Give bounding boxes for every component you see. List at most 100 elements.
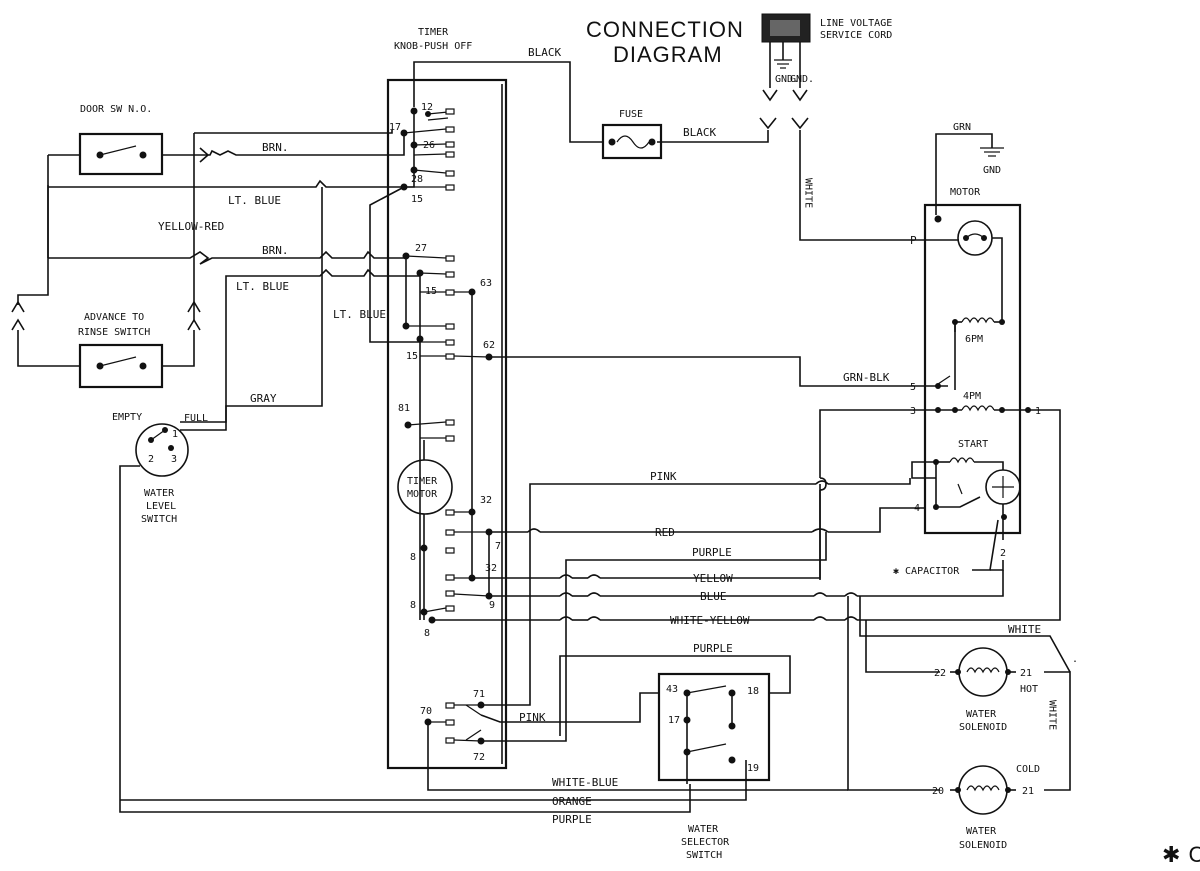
water-selector-switch — [657, 672, 771, 782]
timer-terminal-17: 17 — [389, 122, 401, 133]
svg-text:.: . — [1072, 654, 1078, 665]
diagram-title-line2: DIAGRAM — [613, 42, 723, 67]
hot-solenoid-coil-icon — [966, 667, 1000, 674]
timer-motor-label-line1: TIMER — [407, 476, 438, 487]
grn-blk-wire — [489, 356, 925, 387]
motor-terminal-5: 5 — [910, 382, 916, 393]
wire-label-white-yellow: WHITE-YELLOW — [670, 614, 750, 627]
cold-solenoid-label-line2: SOLENOID — [959, 840, 1007, 851]
timer-title-line1: TIMER — [418, 27, 449, 38]
winding-6pm-label: 6PM — [965, 334, 983, 345]
timer-terminal-15b: 15 — [425, 286, 437, 297]
black-wire-cord — [657, 130, 769, 143]
wire-label-purple-1: PURPLE — [692, 546, 732, 559]
white-wire-cord — [799, 130, 925, 241]
selector-label-line3: SWITCH — [686, 850, 722, 861]
water-level-pin-1: 1 — [172, 429, 178, 440]
advance-switch-label-line2: RINSE SWITCH — [78, 327, 150, 338]
water-level-label-line1: WATER — [144, 488, 175, 499]
service-cord-label-line2: SERVICE CORD — [820, 30, 892, 41]
timer-terminal-8b: 8 — [410, 600, 416, 611]
wire-label-lt-blue-1: LT. BLUE — [228, 194, 281, 207]
service-cord-plug-icon — [761, 13, 811, 102]
wire-label-blue: BLUE — [700, 590, 727, 603]
timer-terminal-15a: 15 — [411, 194, 423, 205]
capacitor-label: ✱ CAPACITOR — [893, 566, 960, 577]
cold-solenoid-coil-icon — [966, 785, 1000, 792]
selector-pin-19: 19 — [747, 763, 759, 774]
motor-box — [923, 203, 1022, 535]
wire-label-pink-2: PINK — [519, 711, 546, 724]
water-level-empty-label: EMPTY — [112, 412, 142, 423]
hot-solenoid-pin-21: 21 — [1020, 668, 1032, 679]
wire-label-lt-blue-2: LT. BLUE — [236, 280, 289, 293]
wire-label-yellow: YELLOW — [693, 572, 733, 585]
orange-wire — [120, 760, 747, 801]
timer-terminal-72: 72 — [473, 752, 485, 763]
motor-terminal-p: P — [910, 234, 917, 247]
lt-blue-wire-2 — [225, 268, 420, 398]
wire-label-gray: GRAY — [250, 392, 277, 405]
fuse-icon — [616, 135, 650, 149]
wire-label-orange: ORANGE — [552, 795, 592, 808]
water-level-full-label: FULL — [184, 413, 208, 424]
hot-solenoid-pin-22: 22 — [934, 668, 946, 679]
purple-wire-1 — [481, 532, 827, 742]
timer-contacts — [400, 107, 493, 745]
purple-wire-2 — [559, 655, 791, 736]
timer-terminal-8c: 8 — [424, 628, 430, 639]
motor-terminal-2: 2 — [1000, 548, 1006, 559]
timer-terminal-9: 9 — [489, 600, 495, 611]
water-level-pin-2: 2 — [148, 454, 154, 465]
cold-solenoid-pin-20: 20 — [932, 786, 944, 797]
plug-left-icon — [11, 318, 25, 331]
wire-label-white-vertical: WHITE — [803, 178, 814, 208]
cold-solenoid-label-line1: WATER — [966, 826, 997, 837]
hot-solenoid-tag: HOT — [1020, 684, 1038, 695]
winding-4pm-label: 4PM — [963, 391, 981, 402]
wire-label-black-1: BLACK — [528, 46, 561, 59]
timer-terminal-28: 28 — [411, 174, 423, 185]
start-label: START — [958, 439, 988, 450]
pink-wire-1 — [481, 483, 816, 706]
selector-label-line1: WATER — [688, 824, 719, 835]
timer-terminal-62: 62 — [483, 340, 495, 351]
diagram-title-line1: CONNECTION — [586, 17, 744, 42]
motor-gnd-label: GND — [983, 165, 1001, 176]
cold-solenoid-pin-21: 21 — [1022, 786, 1034, 797]
timer-terminal-71: 71 — [473, 689, 485, 700]
cord-gnd-label-2: GND. — [790, 74, 814, 85]
water-level-pin-3: 3 — [171, 454, 177, 465]
timer-terminal-63: 63 — [480, 278, 492, 289]
black-wire-timer — [413, 61, 603, 143]
wire-label-pink-1: PINK — [650, 470, 677, 483]
hot-solenoid-label-line1: WATER — [966, 709, 997, 720]
pink-wire-2 — [480, 692, 659, 723]
cord-gnd-label-1: GND. — [775, 74, 799, 85]
timer-terminal-15c: 15 — [406, 351, 418, 362]
lt-blue-wire-3 — [369, 186, 420, 343]
water-level-label-line2: LEVEL — [146, 501, 176, 512]
wire-label-white-right: WHITE — [1008, 623, 1041, 636]
selector-pin-43: 43 — [666, 684, 678, 695]
white-wire-right — [859, 596, 1071, 673]
door-switch-label: DOOR SW N.O. — [80, 104, 152, 115]
start-winding-icon — [949, 457, 975, 464]
wire-label-white-right-vertical: WHITE — [1047, 700, 1058, 730]
wire-label-black-2: BLACK — [683, 126, 716, 139]
timer-motor-label-line2: MOTOR — [407, 489, 438, 500]
timer-terminal-8a: 8 — [410, 552, 416, 563]
motor-label: MOTOR — [950, 187, 981, 198]
timer-terminal-81: 81 — [398, 403, 410, 414]
timer-terminal-70: 70 — [420, 706, 432, 717]
wire-label-lt-blue-3: LT. BLUE — [333, 308, 386, 321]
timer-terminal-7: 7 — [495, 541, 501, 552]
timer-motor — [397, 459, 453, 515]
timer-terminal-32a: 32 — [480, 495, 492, 506]
motor-terminal-3: 3 — [910, 406, 916, 417]
timer-terminal-26: 26 — [423, 140, 435, 151]
timer-terminal-32b: 32 — [485, 563, 497, 574]
timer-box — [386, 78, 508, 770]
selector-label-line2: SELECTOR — [681, 837, 730, 848]
